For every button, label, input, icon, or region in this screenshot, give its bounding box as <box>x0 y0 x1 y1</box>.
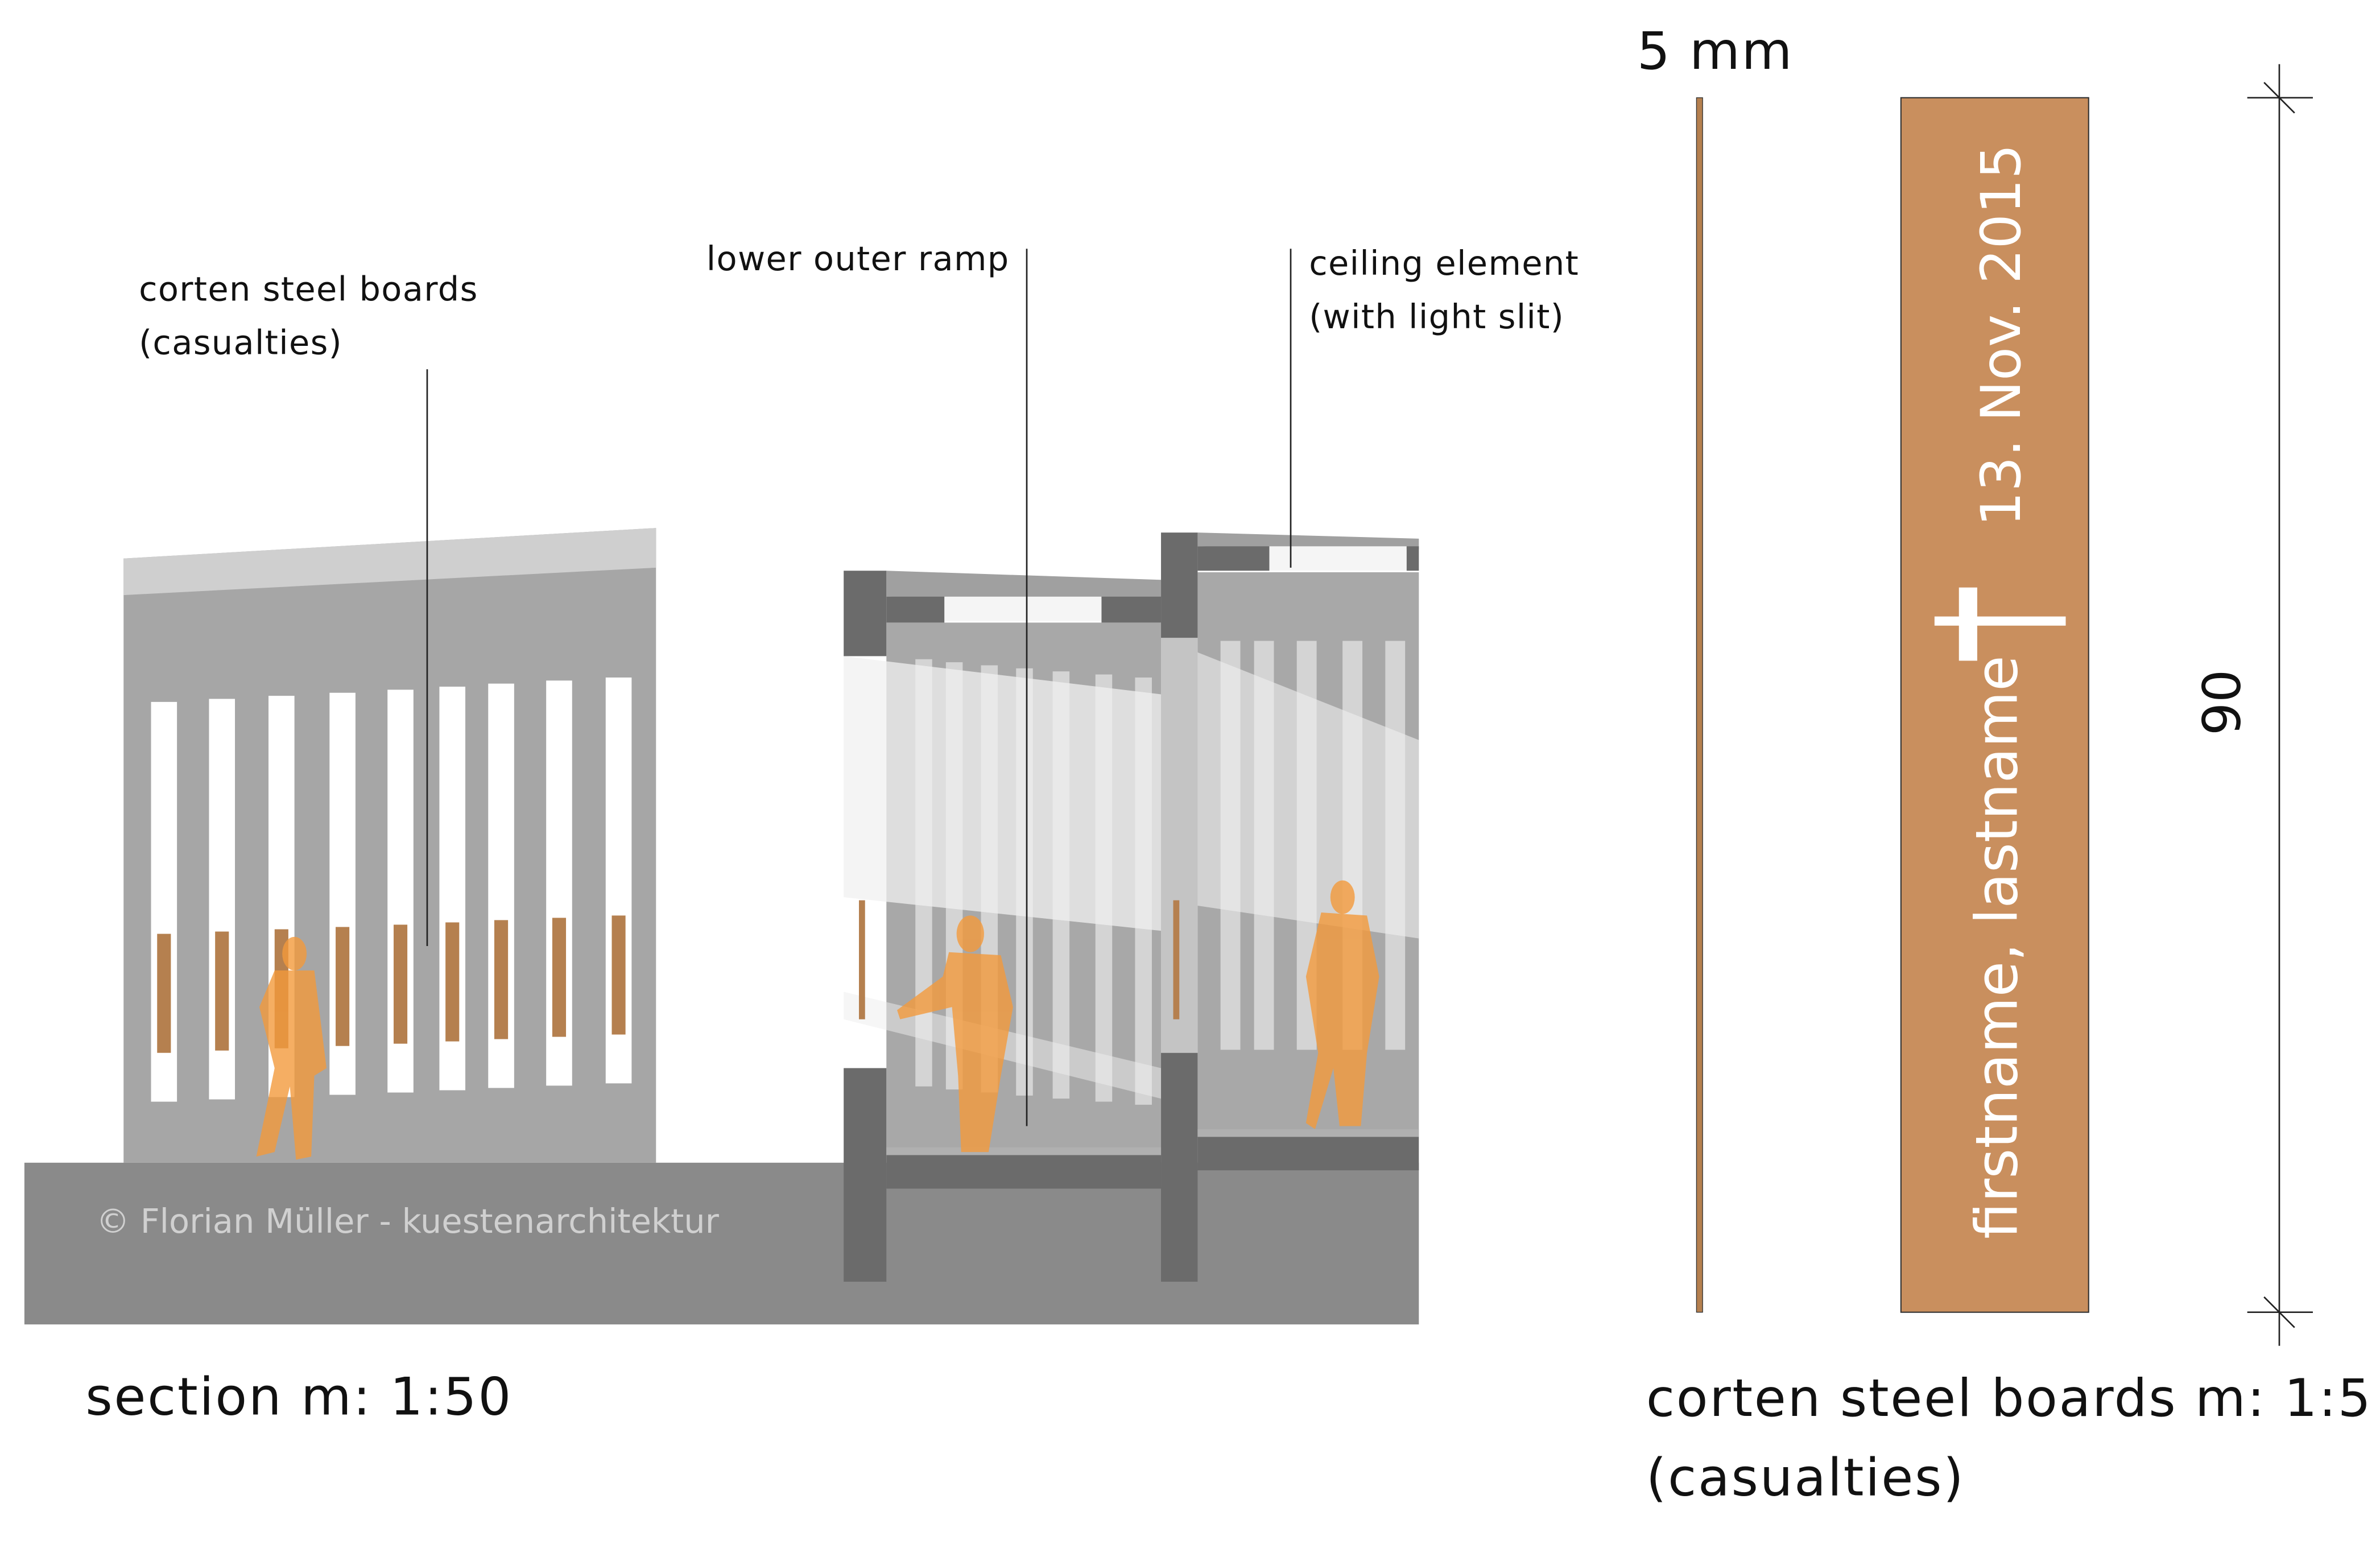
board-date: 13. Nov. 2015 <box>1969 144 2033 526</box>
label-lower-outer-ramp: lower outer ramp <box>706 239 1010 278</box>
cross-icon <box>1934 587 2066 661</box>
person-figure <box>1305 880 1379 1129</box>
memorial-wall <box>123 528 656 1163</box>
person-figure <box>897 915 1013 1153</box>
section-title: section m: 1:50 <box>85 1366 513 1427</box>
board-name: firstname, lastname <box>1964 655 2031 1239</box>
corten-board <box>393 924 408 1044</box>
corten-board <box>157 934 171 1053</box>
light-slit <box>1269 546 1407 571</box>
label-light-slit: (with light slit) <box>1309 297 1564 336</box>
detail-title: corten steel boards m: 1:5 <box>1646 1368 2372 1428</box>
ground-section <box>24 1162 1419 1325</box>
board-front-view <box>1900 97 2089 1313</box>
label-ceiling-element: ceiling element <box>1309 243 1579 283</box>
corten-board <box>336 927 350 1046</box>
corten-board <box>552 918 567 1037</box>
light-slit <box>944 596 1102 621</box>
corten-board <box>494 920 509 1039</box>
board-side-view <box>1696 97 1703 1313</box>
dimension-value: 90 <box>2191 670 2252 736</box>
detail-subtitle: (casualties) <box>1646 1447 1965 1508</box>
wall-slots <box>151 677 632 1102</box>
corten-board <box>445 922 460 1042</box>
label-corten-casualties: (casualties) <box>139 323 342 362</box>
corten-board <box>858 900 865 1019</box>
person-figure <box>256 936 327 1160</box>
label-corten-boards: corten steel boards <box>139 269 478 308</box>
dimension-line <box>2247 64 2313 1346</box>
building-section <box>844 532 1419 1282</box>
corten-board <box>1173 900 1180 1019</box>
corten-board <box>611 915 626 1035</box>
copyright-text: © Florian Müller - kuestenarchitektur <box>96 1201 720 1241</box>
corten-board <box>215 931 229 1051</box>
thickness-label: 5 mm <box>1637 20 1794 81</box>
